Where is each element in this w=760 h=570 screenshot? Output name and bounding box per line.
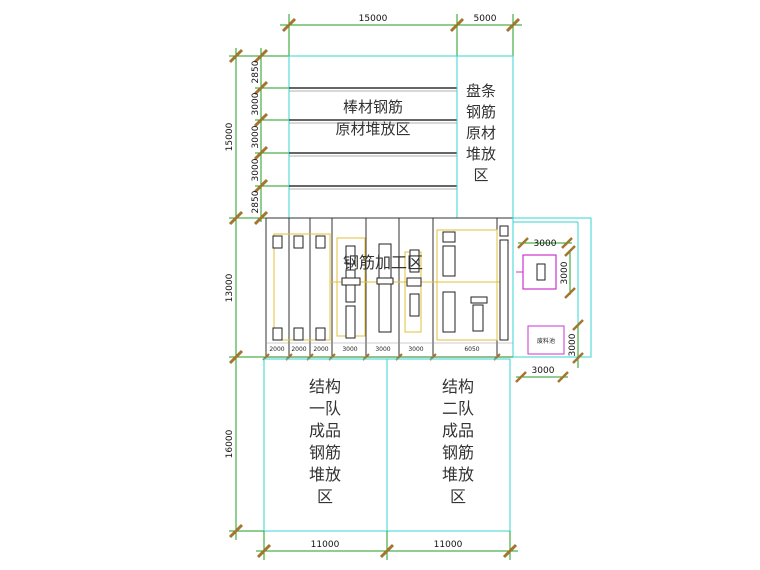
dim-bottom-1: 11000 bbox=[311, 540, 340, 550]
team1-label-3: 成品 bbox=[309, 421, 341, 440]
team1-label-5: 堆放 bbox=[309, 465, 341, 484]
team1-label-2: 一队 bbox=[309, 399, 341, 418]
team1-label-4: 钢筋 bbox=[309, 443, 341, 462]
scrap-pool-label: 废料池 bbox=[537, 337, 555, 345]
processing-label: 钢筋加工区 bbox=[343, 253, 423, 272]
dim-left-part-3: 3000 bbox=[251, 125, 261, 148]
lane-dim-2: 2000 bbox=[291, 346, 306, 353]
lane-dim-6: 3000 bbox=[408, 346, 423, 353]
team1-storage-area: 结构 一队 成品 钢筋 堆放 区 bbox=[263, 358, 388, 532]
right-annex: 3000 3000 废料池 3000 3000 bbox=[515, 237, 584, 383]
team2-label-5: 堆放 bbox=[442, 465, 474, 484]
team2-label-2: 二队 bbox=[442, 399, 474, 418]
dim-left-part-4: 3000 bbox=[251, 158, 261, 181]
coil-storage-label-1: 盘条 bbox=[466, 82, 496, 100]
lane-dim-3: 2000 bbox=[313, 346, 328, 353]
team2-label-6: 区 bbox=[450, 487, 466, 506]
team1-label-6: 区 bbox=[317, 487, 333, 506]
top-dimension-chain: 15000 5000 bbox=[280, 14, 522, 56]
dim-left-middle: 13000 bbox=[225, 273, 235, 302]
dim-left-upper-total: 15000 bbox=[225, 122, 235, 151]
lane-dim-4: 3000 bbox=[342, 346, 357, 353]
coil-storage-label-5: 区 bbox=[473, 166, 488, 184]
coil-storage-label-2: 钢筋 bbox=[466, 103, 496, 121]
bottom-dimension-chain: 11000 11000 bbox=[256, 531, 518, 560]
lane-dim-1: 2000 bbox=[269, 346, 284, 353]
team2-label-3: 成品 bbox=[442, 421, 474, 440]
dim-top-2: 5000 bbox=[474, 14, 497, 24]
rod-storage-label-1: 棒材钢筋 bbox=[343, 98, 403, 116]
left-dimension-chain: 15000 2850 3000 3000 3000 2850 13000 160… bbox=[225, 48, 290, 540]
team2-label-4: 钢筋 bbox=[442, 443, 474, 462]
coil-storage-label-3: 原材 bbox=[466, 124, 496, 142]
coil-storage-label-4: 堆放 bbox=[466, 145, 496, 163]
coil-storage-area: 盘条 钢筋 原材 堆放 区 bbox=[456, 55, 514, 219]
rod-storage-area: 棒材钢筋 原材堆放区 bbox=[288, 55, 458, 219]
team2-storage-area: 结构 二队 成品 钢筋 堆放 区 bbox=[386, 358, 511, 532]
annex-dim-width: 3000 bbox=[534, 239, 557, 249]
rod-storage-label-2: 原材堆放区 bbox=[335, 120, 410, 138]
dim-bottom-2: 11000 bbox=[434, 540, 463, 550]
dim-left-part-2: 3000 bbox=[251, 92, 261, 115]
annex-lower-dim-width: 3000 bbox=[532, 366, 555, 376]
annex-dim-height: 3000 bbox=[560, 261, 570, 284]
processing-area: 2000 2000 2000 3000 3000 3000 6050 钢筋加工区 bbox=[262, 217, 592, 361]
dim-left-part-5: 2850 bbox=[251, 190, 261, 213]
dim-top-1: 15000 bbox=[359, 14, 388, 24]
lane-dim-7: 6050 bbox=[464, 346, 479, 353]
dim-left-part-1: 2850 bbox=[251, 60, 261, 83]
dim-left-lower: 16000 bbox=[225, 429, 235, 458]
team2-label-1: 结构 bbox=[442, 377, 474, 396]
lane-dim-5: 3000 bbox=[375, 346, 390, 353]
team1-label-1: 结构 bbox=[309, 377, 341, 396]
annex-lower-dim-height: 3000 bbox=[568, 333, 578, 356]
